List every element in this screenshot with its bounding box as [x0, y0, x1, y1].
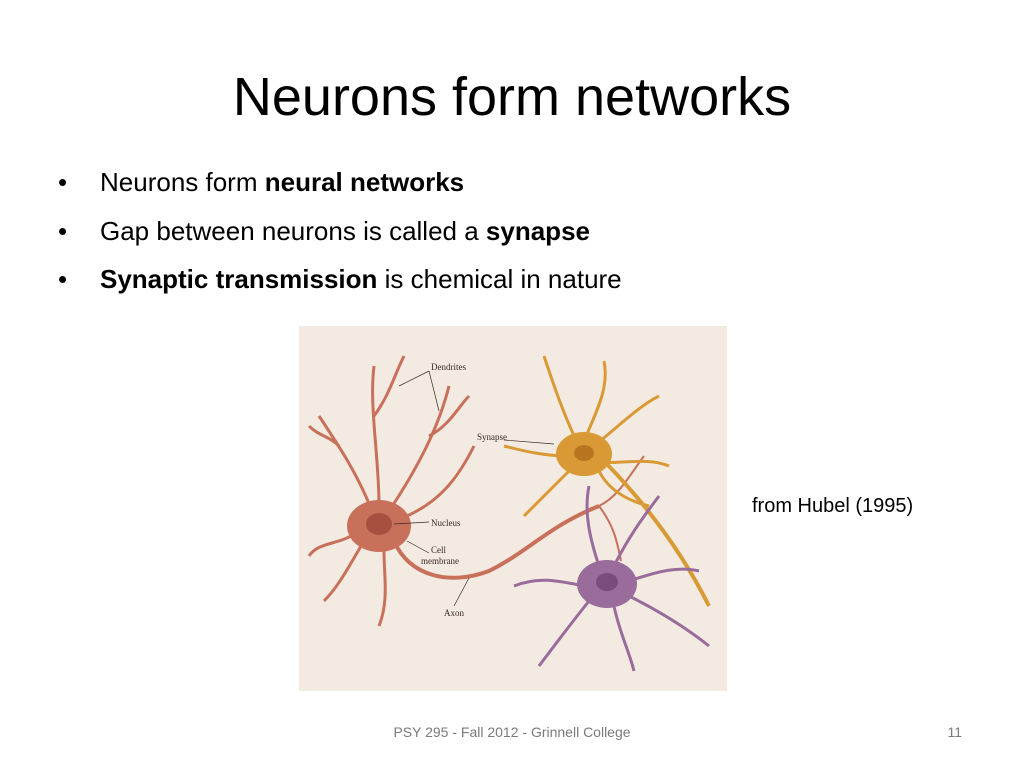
- page-number: 11: [947, 724, 962, 740]
- label-synapse: Synapse: [477, 432, 507, 442]
- red-neuron-dendrites: [307, 355, 476, 627]
- bullet-text: is chemical in nature: [377, 264, 622, 294]
- bullet-text: Neurons form: [100, 167, 265, 197]
- figure-credit: from Hubel (1995): [752, 495, 914, 517]
- bullet-dot: •: [58, 264, 68, 294]
- bullet-list: • Neurons form neural networks • Gap betwe…: [58, 160, 622, 306]
- bullet-item: • Synaptic transmission is chemical in na…: [58, 257, 622, 306]
- label-cell: Cell: [431, 545, 446, 555]
- label-dendrites: Dendrites: [431, 362, 466, 372]
- neuron-drawing: Dendrites Synapse Nucleus Cell membrane …: [307, 355, 711, 672]
- bullet-text: Gap between neurons is called a: [100, 215, 486, 246]
- slide-title: Neurons form networks: [232, 67, 792, 127]
- slide-footer: PSY 295 - Fall 2012 - Grinnell College: [393, 724, 631, 740]
- orange-neuron-dendrites: [503, 355, 670, 518]
- bullet-bold-term: synapse: [485, 215, 590, 246]
- bullet-bold-term: Synaptic transmission: [100, 264, 378, 294]
- bullet-item: • Neurons form neural networks: [58, 160, 622, 209]
- bullet-dot: •: [58, 215, 68, 246]
- label-nucleus: Nucleus: [431, 518, 461, 528]
- red-neuron-nucleus: [366, 513, 392, 535]
- label-axon: Axon: [444, 608, 464, 618]
- neuron-network-illustration: Dendrites Synapse Nucleus Cell membrane …: [299, 326, 727, 691]
- axon-path: [392, 504, 600, 580]
- bullet-dot: •: [58, 167, 68, 197]
- bullet-item: • Gap between neurons is called a synapse: [58, 209, 622, 258]
- label-membrane: membrane: [421, 556, 459, 566]
- bullet-bold-term: neural networks: [264, 167, 465, 197]
